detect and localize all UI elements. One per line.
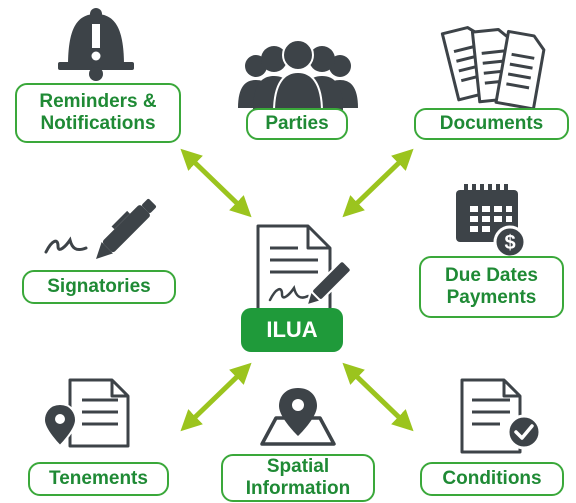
node-documents: Documents — [414, 108, 569, 140]
node-tenements: Tenements — [28, 462, 169, 496]
node-signatories: Signatories — [22, 270, 176, 304]
node-parties: Parties — [246, 108, 348, 140]
calendar-dollar-icon: $ — [456, 184, 527, 259]
connector-arrows — [180, 148, 414, 432]
arrow-tenements — [180, 362, 252, 432]
alarm-bell-icon — [58, 8, 134, 81]
document-check-icon — [460, 378, 542, 454]
node-due-dates: Due Dates Payments — [419, 256, 564, 318]
center-ilua-label: ILUA — [241, 308, 343, 352]
node-conditions: Conditions — [420, 462, 564, 496]
people-group-icon — [238, 39, 358, 113]
document-location-icon — [42, 378, 130, 448]
arrow-documents — [342, 148, 414, 218]
arrow-reminders — [180, 148, 252, 218]
arrow-conditions — [342, 362, 414, 432]
documents-stack-icon — [440, 26, 546, 111]
signed-document-icon — [256, 224, 352, 320]
svg-text:$: $ — [504, 232, 515, 254]
node-reminders: Reminders & Notifications — [15, 83, 181, 143]
pen-signature-icon — [44, 199, 156, 259]
node-spatial: Spatial Information — [221, 454, 375, 502]
map-pin-icon — [260, 388, 336, 446]
